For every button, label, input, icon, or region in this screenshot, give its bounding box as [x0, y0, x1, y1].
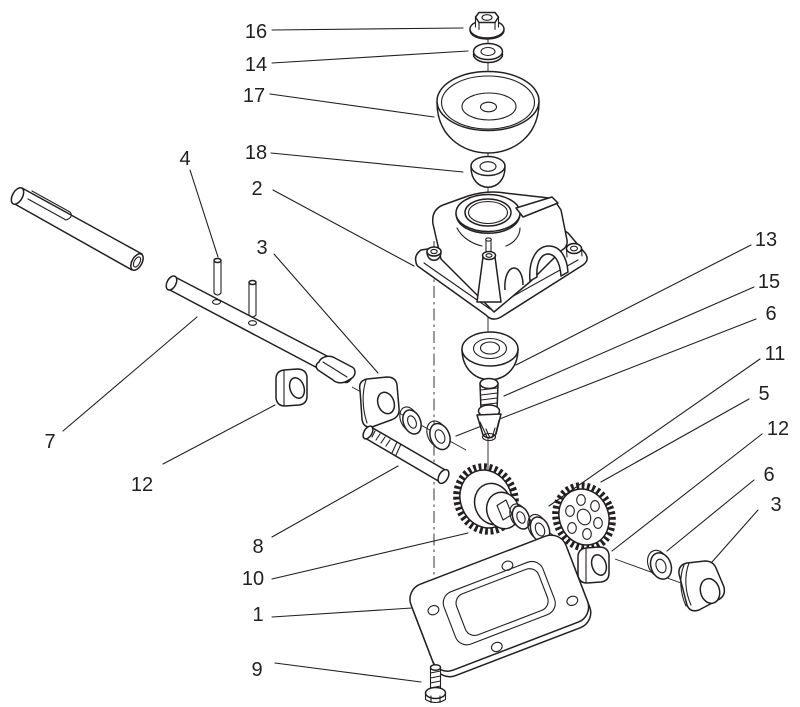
- callout-leader-2-4: [272, 189, 415, 267]
- washer-a: [399, 406, 422, 435]
- shaft-key-clip: [315, 355, 356, 384]
- callout-leader-6-15: [455, 318, 757, 437]
- callout-leader-18-3: [270, 152, 464, 173]
- dowel-pin-2: [247, 279, 258, 326]
- callout-number-12-8: 12: [131, 474, 153, 496]
- callout-leader-12-8: [162, 404, 276, 465]
- washer-c: [509, 503, 531, 530]
- housing-front-post: [476, 237, 502, 303]
- pinion-shaft: [362, 425, 450, 485]
- axle-saddle: [529, 245, 569, 282]
- callout-number-13-13: 13: [755, 229, 777, 251]
- callout-number-18-3: 18: [245, 142, 267, 164]
- callout-leader-3-20: [711, 509, 759, 563]
- callout-number-3-5: 3: [256, 237, 267, 259]
- callout-leader-17-2: [269, 93, 435, 118]
- callout-number-7-7: 7: [44, 431, 55, 453]
- flange-nut: [469, 11, 505, 40]
- housing-rib: [515, 196, 559, 218]
- callout-leader-1-11: [271, 607, 413, 618]
- callout-leader-7-7: [62, 316, 198, 432]
- pulley: [436, 70, 540, 154]
- callout-number-14-1: 14: [245, 54, 267, 76]
- gear-5: [552, 482, 616, 552]
- callout-number-2-4: 2: [251, 178, 262, 200]
- callout-number-6-19: 6: [763, 464, 774, 486]
- callout-number-12-18: 12: [767, 418, 789, 440]
- callout-number-3-20: 3: [770, 494, 781, 516]
- callout-leader-5-17: [600, 398, 750, 483]
- bushing-3-left: [358, 376, 400, 428]
- callout-number-11-16: 11: [765, 343, 786, 365]
- callout-number-1-11: 1: [252, 604, 263, 626]
- callout-number-4-6: 4: [179, 148, 190, 170]
- housing-boss: [455, 193, 521, 234]
- callout-layer: 16 14 17 18 2 3 4 7 12 8 10 1 9 13 15 6 11 5 12 6 3: [44, 21, 789, 683]
- axle-tube: [10, 187, 144, 271]
- housing-ear-right: [565, 242, 583, 258]
- callout-leader-13-13: [515, 244, 752, 366]
- axle-shaft: [165, 275, 356, 384]
- ball-bearing: [461, 331, 519, 381]
- worm-screw: [476, 377, 502, 442]
- callout-leader-15-14: [503, 286, 755, 397]
- callout-leader-8-9: [271, 465, 399, 538]
- callout-leader-9-12: [274, 662, 422, 683]
- axle-saddle-small: [504, 267, 524, 291]
- callout-leader-4-6: [189, 169, 219, 258]
- callout-number-8-9: 8: [252, 536, 263, 558]
- parts-layer: [10, 11, 726, 704]
- callout-number-9-12: 9: [251, 659, 262, 681]
- washer-14: [472, 42, 504, 64]
- callout-leader-11-16: [548, 358, 761, 507]
- spacer: [470, 155, 506, 188]
- washer-6-right: [646, 549, 673, 580]
- cover-plate: [409, 534, 592, 678]
- flange-screw: [424, 663, 447, 704]
- callout-leader-16-0: [271, 27, 464, 31]
- bushing-3-right: [678, 560, 726, 612]
- callout-leader-6-19: [666, 479, 755, 552]
- bushing-12-right: [577, 546, 610, 584]
- callout-number-17-2: 17: [243, 85, 265, 107]
- housing-ear-left: [426, 246, 442, 261]
- dowel-pin-1: [211, 257, 222, 305]
- callout-leader-3-5: [273, 253, 379, 374]
- callout-leader-14-1: [271, 50, 469, 64]
- callout-leader-12-18: [611, 433, 763, 552]
- callout-number-15-14: 15: [758, 271, 780, 293]
- callout-number-6-15: 6: [765, 303, 776, 325]
- gear-housing: [414, 191, 588, 320]
- callout-number-16-0: 16: [245, 21, 267, 43]
- callout-number-5-17: 5: [758, 383, 769, 405]
- gear-10: [453, 463, 521, 535]
- bushing-12-left: [275, 368, 308, 407]
- callout-number-10-10: 10: [242, 568, 264, 590]
- callout-leader-10-10: [271, 532, 469, 580]
- washer-b: [426, 420, 451, 451]
